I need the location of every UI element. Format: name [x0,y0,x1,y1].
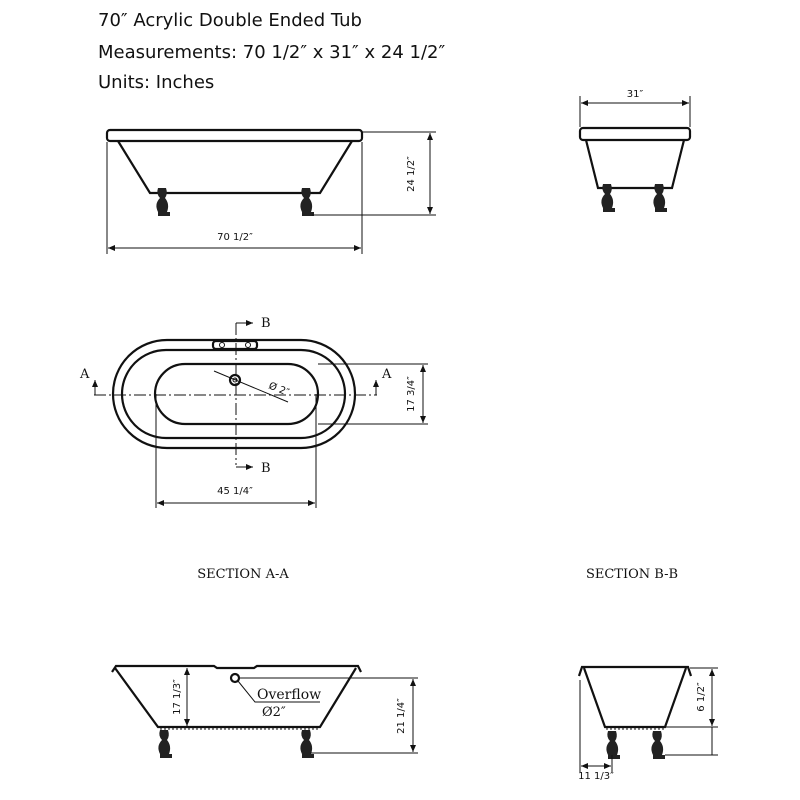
overflow-height-dimension: 21 1/4″ [396,698,407,734]
tub-rim [111,664,362,673]
section-bb-view: 6 1/2″ 11 1/3″ [577,665,718,782]
tub-body [582,667,688,729]
section-b-marker: B [261,316,271,331]
offset-dimension: 11 1/3″ [578,771,614,782]
end-view: 31″ [578,89,692,212]
section-b-marker: B [261,461,271,476]
overflow-size: Ø2″ [262,705,286,720]
faucet-mount [211,339,259,351]
product-title: 70″ Acrylic Double Ended Tub [98,10,362,31]
depth-dimension: 17 1/3″ [172,679,183,715]
overflow [229,672,241,684]
tub-rim [578,126,692,142]
tub-body [584,139,686,190]
tub-body [117,140,353,195]
claw-foot [606,731,620,759]
tub-rim [105,128,364,143]
overflow-label: Overflow [257,687,321,703]
width-dimension: 31″ [627,89,644,100]
length-dimension: 70 1/2″ [217,232,253,243]
drain-diameter: Ø 2″ [267,380,291,399]
section-aa-view: 17 1/3″ 21 1/4″ Overflow Ø2″ [111,664,418,758]
tub-body [114,667,357,729]
claw-foot [651,731,665,759]
section-a-marker: A [79,367,90,382]
claw-foot [300,730,314,758]
section-bb-title: SECTION B-B [586,567,678,582]
measurements: Measurements: 70 1/2″ x 31″ x 24 1/2″ [98,42,446,63]
basin-width-dimension: 17 3/4″ [406,376,417,412]
front-view: 24 1/2″ 70 1/2″ [105,128,436,254]
height-dimension: 24 1/2″ [406,156,417,192]
section-aa-title: SECTION A-A [197,567,289,582]
claw-foot [158,730,172,758]
depth-dimension: 6 1/2″ [696,682,707,712]
units: Units: Inches [98,72,215,93]
section-a-marker: A [381,367,392,382]
basin-length-dimension: 45 1/4″ [217,486,253,497]
plan-view: A A B B Ø 2″ 17 3/4″ 45 1/4″ [79,316,428,508]
drain [228,373,242,387]
tub-rim [577,665,693,677]
